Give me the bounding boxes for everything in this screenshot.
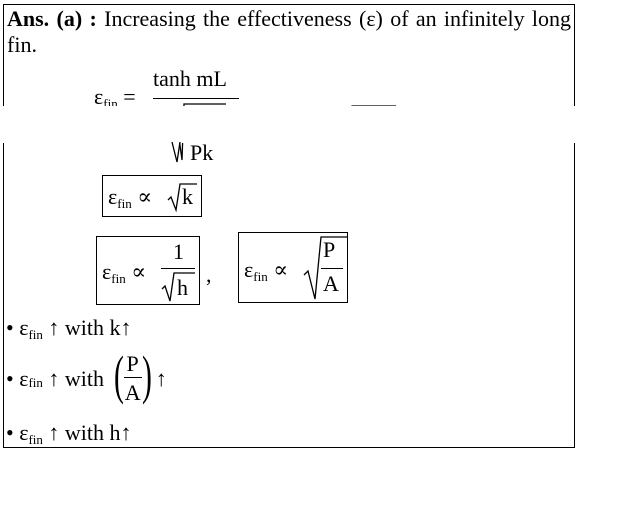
radicand-h: h: [177, 275, 188, 300]
answer-label: Ans. (a) :: [7, 6, 97, 31]
up-arrow-icon: ↑: [48, 315, 60, 340]
epsilon-symbol: ε: [102, 259, 112, 284]
left-paren-icon: (: [113, 345, 124, 405]
main-equation-numerator: tanh mL: [153, 66, 227, 91]
fraction-denominator-a: A: [124, 379, 141, 405]
fin-subscript: fin: [253, 269, 268, 284]
fin-subscript: fin: [28, 375, 43, 390]
sqrt-sign-h: [161, 272, 195, 302]
bullet-item-h: • εfin ↑ with h↑: [6, 420, 132, 447]
fraction-p-over-a: P A: [123, 351, 142, 408]
radicand-k: k: [182, 184, 193, 209]
epsilon-symbol: ε: [94, 84, 104, 109]
fin-subscript: fin: [117, 196, 132, 211]
fraction-numerator-p: P: [123, 351, 142, 378]
epsilon-symbol: ε: [19, 315, 29, 340]
proportional-pa-box: εfin ∝ P A: [238, 232, 348, 303]
fraction-numerator-1: 1: [173, 239, 184, 264]
bullet-marker: •: [6, 315, 14, 340]
fin-subscript: fin: [28, 327, 43, 342]
proportional-symbol: ∝: [131, 259, 147, 284]
proportional-k-box: εfin ∝ k: [102, 175, 202, 217]
up-arrow-icon: ↑: [120, 420, 132, 445]
sqrt-sign-pa: [303, 236, 347, 300]
sqrt-sign-k: [167, 183, 197, 212]
answer-intro: Increasing the effectiveness (ε) of an i…: [7, 6, 572, 57]
fin-subscript: fin: [28, 432, 43, 447]
main-equation-den-left: Pk: [190, 140, 214, 165]
right-paren-icon: ): [141, 345, 152, 405]
proportional-symbol: ∝: [273, 257, 289, 282]
epsilon-symbol: ε: [19, 366, 29, 391]
fraction-numerator-p: P: [323, 237, 336, 262]
main-fraction-bar: [153, 98, 239, 99]
bullet-text: with h: [64, 420, 121, 445]
equals-sign: =: [123, 84, 136, 109]
fin-subscript: fin: [111, 271, 126, 286]
answer-paragraph: Ans. (a) : Increasing the effectiveness …: [7, 6, 571, 58]
bullet-marker: •: [6, 420, 14, 445]
up-arrow-icon: ↑: [48, 420, 60, 445]
up-arrow-icon: ↑: [48, 366, 60, 391]
fraction-bar-pa: [321, 268, 343, 269]
up-arrow-icon: ↑: [120, 315, 132, 340]
fraction-bar-h: [161, 268, 195, 269]
bullet-marker: •: [6, 366, 14, 391]
bullet-text: with: [64, 366, 105, 391]
fraction-denominator-a: A: [323, 271, 339, 296]
epsilon-symbol: ε: [108, 184, 118, 209]
epsilon-symbol: ε: [244, 257, 254, 282]
radical-stem-lower: [171, 142, 181, 163]
proportional-h-box: εfin ∝ 1 h: [96, 236, 200, 305]
separator-comma: ,: [206, 262, 212, 287]
proportional-pa-lhs: εfin ∝: [244, 257, 289, 284]
proportional-h-lhs: εfin ∝: [102, 259, 147, 286]
proportional-k-lhs: εfin ∝: [108, 184, 153, 211]
proportional-symbol: ∝: [137, 184, 153, 209]
up-arrow-icon: ↑: [155, 366, 167, 391]
bullet-text: with k: [64, 315, 121, 340]
answer-frame: [3, 4, 575, 448]
bullet-item-k: • εfin ↑ with k↑: [6, 315, 132, 342]
epsilon-symbol: ε: [19, 420, 29, 445]
band-overlay: [0, 106, 617, 143]
